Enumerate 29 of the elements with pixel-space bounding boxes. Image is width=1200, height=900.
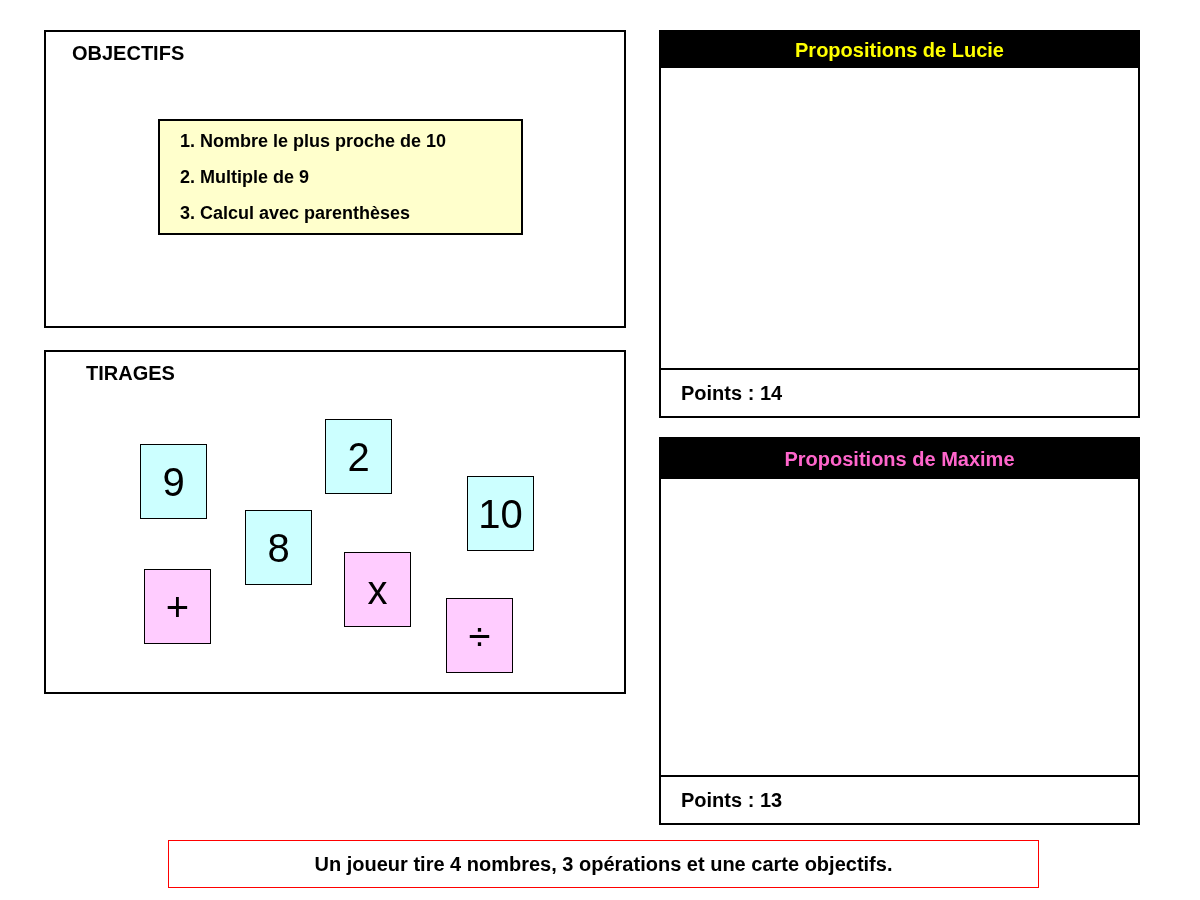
proposals-panel	[659, 30, 1140, 418]
objective-item: 1. Nombre le plus proche de 10	[180, 129, 448, 153]
points-text: Points : 14	[681, 381, 783, 406]
operation-card	[344, 552, 411, 627]
card-symbol: ÷	[468, 612, 491, 660]
card-symbol: +	[165, 583, 190, 631]
panel-title: Propositions de Lucie	[795, 38, 1004, 63]
panel	[44, 350, 626, 694]
number-card	[467, 476, 534, 551]
objectives-card	[158, 119, 523, 235]
number-card	[325, 419, 392, 494]
number-card	[245, 510, 312, 585]
proposals-panel	[659, 437, 1140, 825]
card-symbol: x	[367, 566, 388, 614]
objective-item: 3. Calcul avec parenthèses	[180, 201, 412, 225]
objective-item: 2. Multiple de 9	[180, 165, 311, 189]
panel-title: Propositions de Maxime	[784, 447, 1015, 472]
panel-title: OBJECTIFS	[72, 41, 185, 66]
operation-card	[144, 569, 211, 644]
card-symbol: 9	[162, 458, 185, 506]
panel-title: TIRAGES	[86, 361, 175, 386]
rule-text: Un joueur tire 4 nombres, 3 opérations et une carte objectifs.	[314, 852, 893, 877]
points-text: Points : 13	[681, 788, 783, 813]
card-symbol: 2	[347, 433, 370, 481]
card-symbol: 10	[478, 490, 523, 538]
operation-card	[446, 598, 513, 673]
panel	[44, 30, 626, 328]
number-card	[140, 444, 207, 519]
card-symbol: 8	[267, 524, 290, 572]
